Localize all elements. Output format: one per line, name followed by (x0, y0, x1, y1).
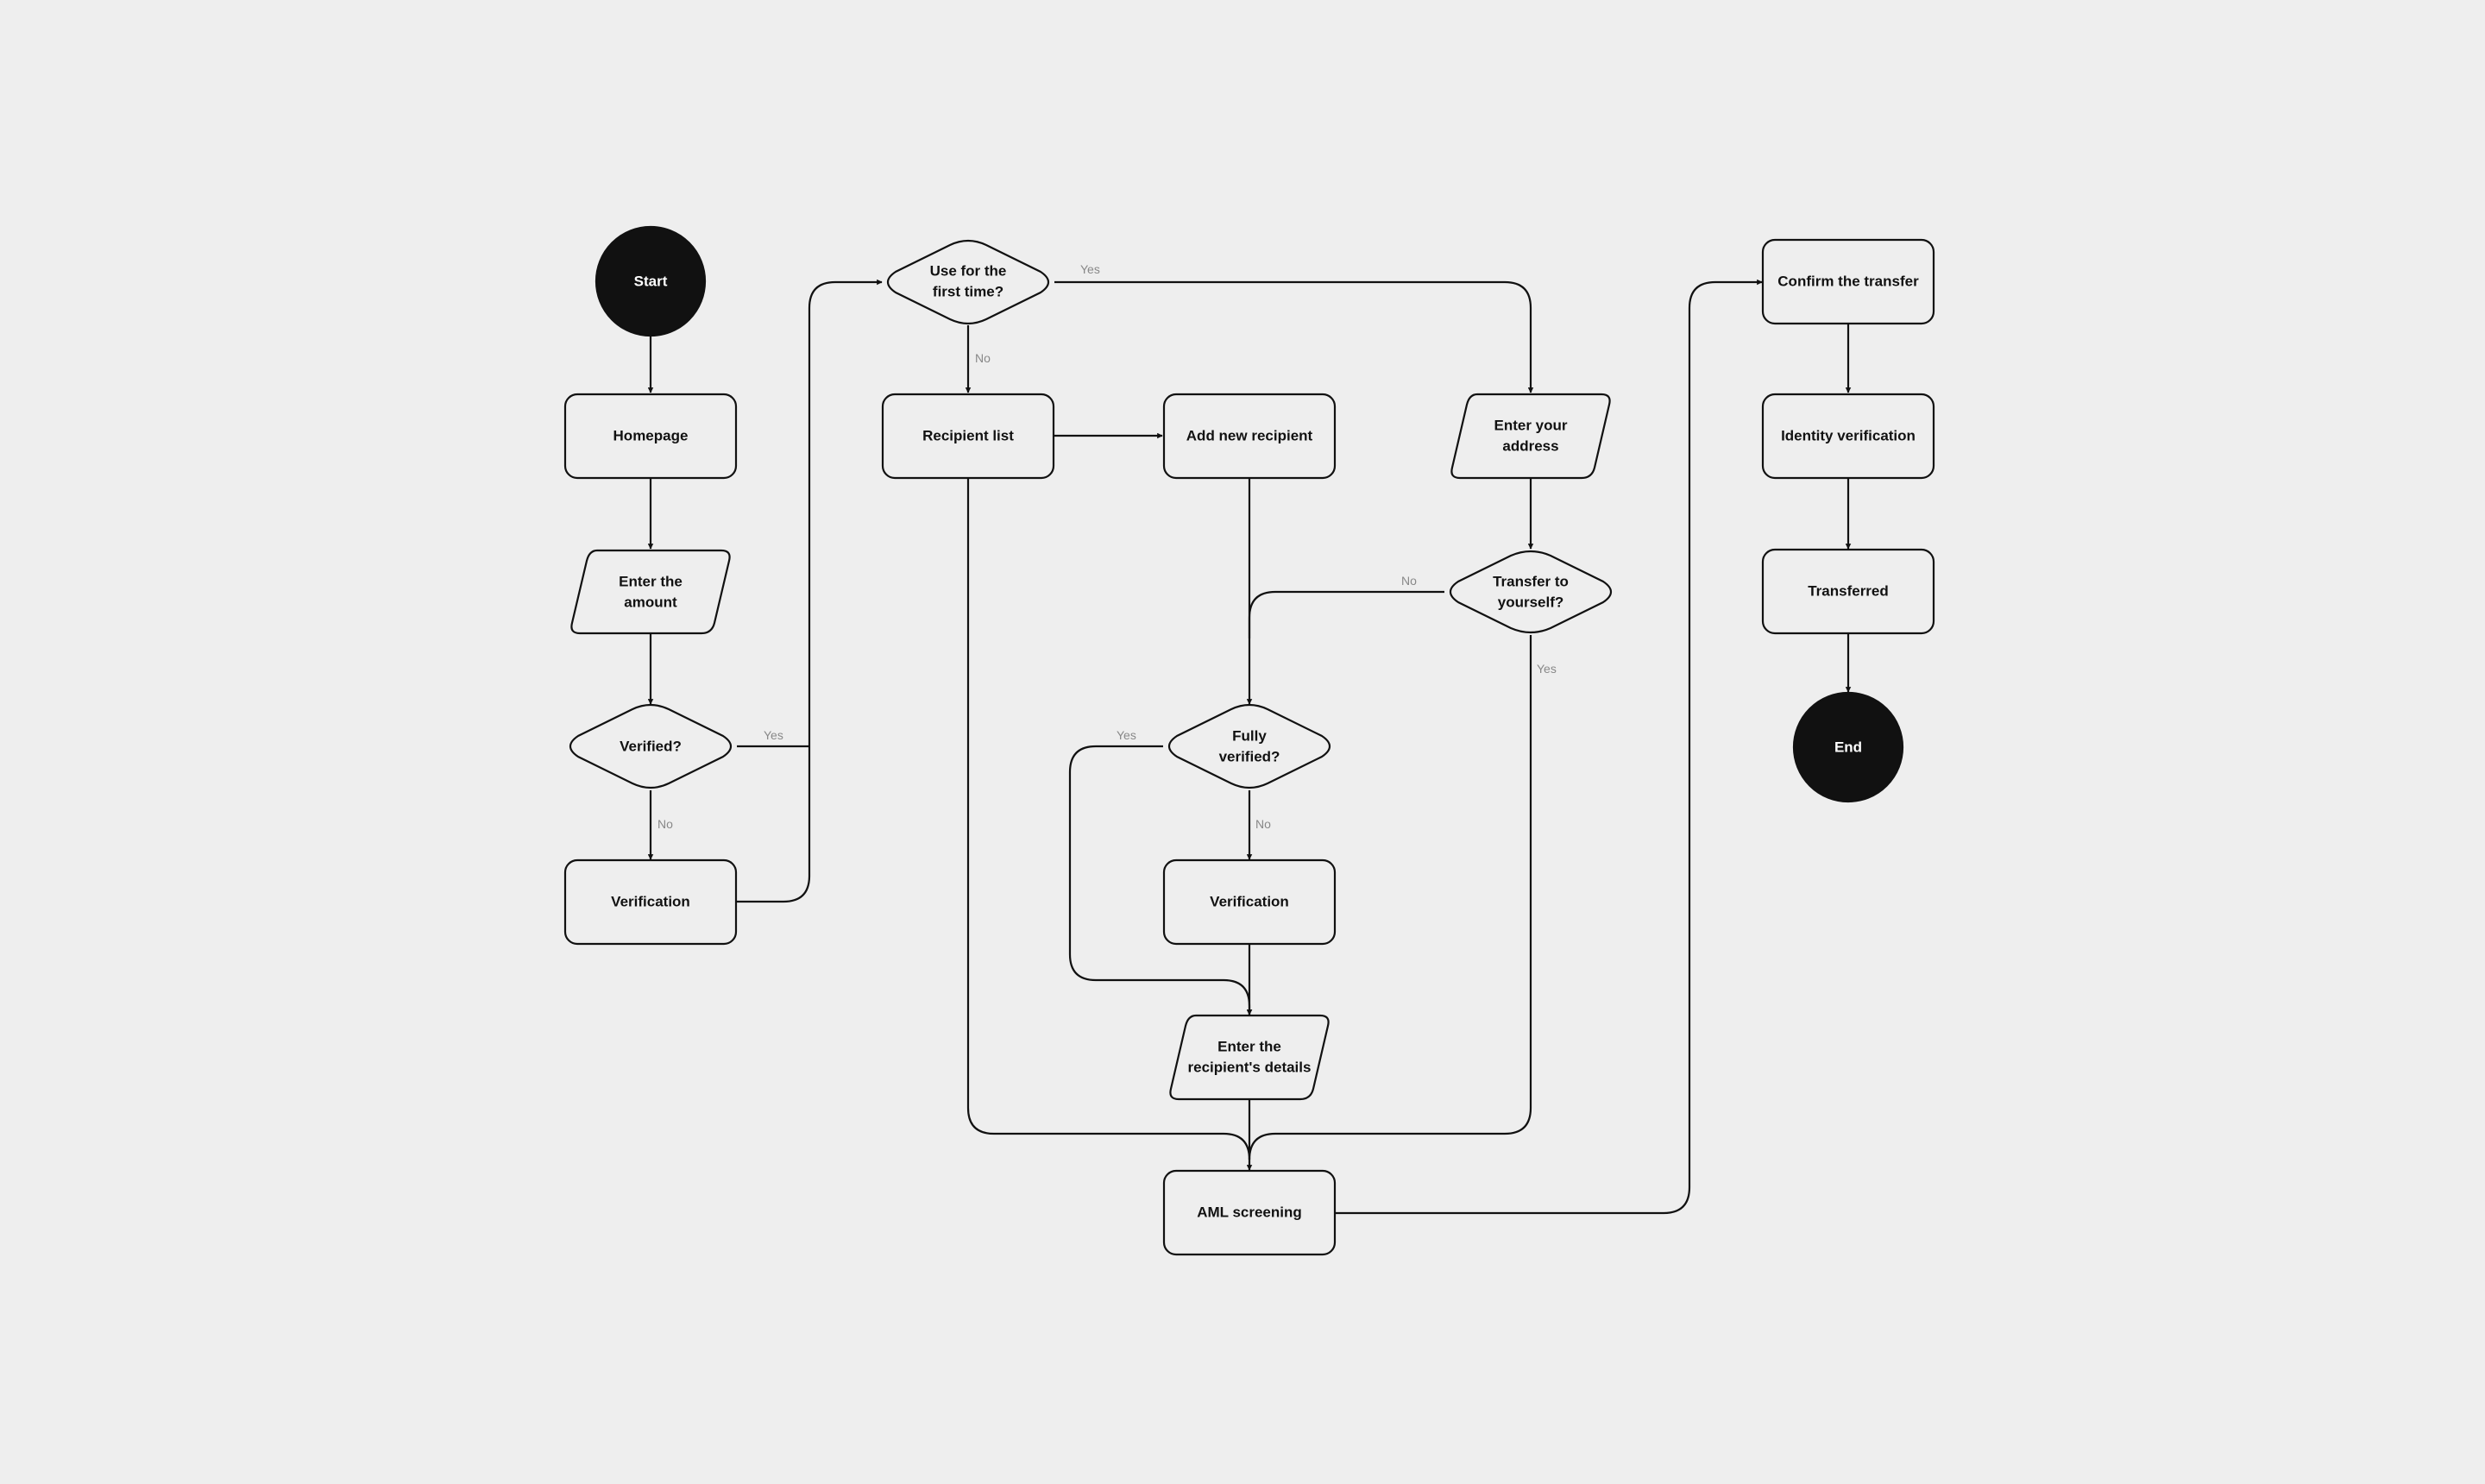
enter-recipient-details-node: Enter the recipient's details (1169, 1014, 1330, 1101)
start-node: Start (595, 225, 707, 337)
enter-address-label-2: address (1502, 438, 1558, 455)
verification-node-1: Verification (563, 858, 738, 946)
add-new-recipient-label: Add new recipient (1186, 428, 1313, 444)
transfer-yourself-label-1: Transfer to (1493, 574, 1569, 590)
transfer-yourself-label-2: yourself? (1498, 594, 1564, 611)
end-node: End (1792, 691, 1904, 803)
edge-labels: Yes No Yes No No Yes Yes No (657, 262, 1557, 831)
confirm-transfer-node: Confirm the transfer (1761, 238, 1935, 325)
edge-transfer-self-yes (1248, 635, 1532, 1160)
verified-label: Verified? (620, 739, 682, 755)
recipient-details-label-2: recipient's details (1188, 1060, 1312, 1076)
enter-address-label-1: Enter your (1494, 418, 1567, 434)
edge-label-fully-verified-no: No (1255, 817, 1271, 831)
fully-verified-label-1: Fully (1232, 728, 1267, 745)
verification-2-label: Verification (1210, 894, 1289, 910)
verification-node-2: Verification (1162, 858, 1337, 946)
edge-recipient-list-aml (966, 478, 1251, 1160)
use-first-time-label-1: Use for the (930, 263, 1007, 280)
aml-screening-label: AML screening (1197, 1204, 1302, 1221)
enter-amount-node: Enter the amount (570, 549, 731, 635)
add-new-recipient-node: Add new recipient (1162, 393, 1337, 480)
recipient-list-node: Recipient list (881, 393, 1055, 480)
fully-verified-label-2: verified? (1219, 749, 1280, 765)
connectors (647, 279, 1852, 1215)
edge-verification-use-first-time (737, 279, 883, 903)
edge-label-fully-verified-yes: Yes (1117, 728, 1136, 742)
edge-label-verified-no: No (657, 817, 673, 831)
recipient-list-label: Recipient list (922, 428, 1014, 444)
verification-1-label: Verification (611, 894, 690, 910)
transferred-label: Transferred (1808, 583, 1889, 600)
nodes: Start Homepage Enter the amount Verified… (563, 225, 1935, 1256)
aml-screening-node: AML screening (1162, 1169, 1337, 1256)
edge-fully-verified-yes (1068, 745, 1253, 1016)
transferred-node: Transferred (1761, 548, 1935, 635)
verified-decision: Verified? (569, 703, 733, 789)
edge-label-verified-yes: Yes (764, 728, 783, 742)
enter-amount-label-1: Enter the (619, 574, 683, 590)
homepage-node: Homepage (563, 393, 738, 480)
identity-verification-node: Identity verification (1761, 393, 1935, 480)
edge-label-transfer-self-no: No (1401, 574, 1417, 588)
enter-address-node: Enter your address (1450, 393, 1611, 480)
edge-aml-confirm (1336, 279, 1763, 1215)
enter-amount-label-2: amount (624, 594, 677, 611)
end-label: End (1834, 739, 1862, 756)
recipient-details-label-1: Enter the (1217, 1039, 1281, 1055)
fully-verified-decision: Fully verified? (1167, 703, 1331, 789)
edge-first-time-yes (1054, 280, 1534, 393)
start-label: Start (634, 274, 668, 290)
transfer-to-yourself-decision: Transfer to yourself? (1449, 550, 1613, 634)
use-first-time-decision: Use for the first time? (886, 239, 1050, 325)
edge-label-first-time-no: No (975, 351, 991, 365)
edge-label-first-time-yes: Yes (1080, 262, 1100, 276)
identity-verification-label: Identity verification (1781, 428, 1916, 444)
homepage-label: Homepage (613, 428, 689, 444)
confirm-transfer-label: Confirm the transfer (1777, 274, 1919, 290)
use-first-time-label-2: first time? (933, 284, 1003, 300)
edge-transfer-self-no (1248, 590, 1444, 638)
edge-label-transfer-self-yes: Yes (1537, 662, 1557, 676)
